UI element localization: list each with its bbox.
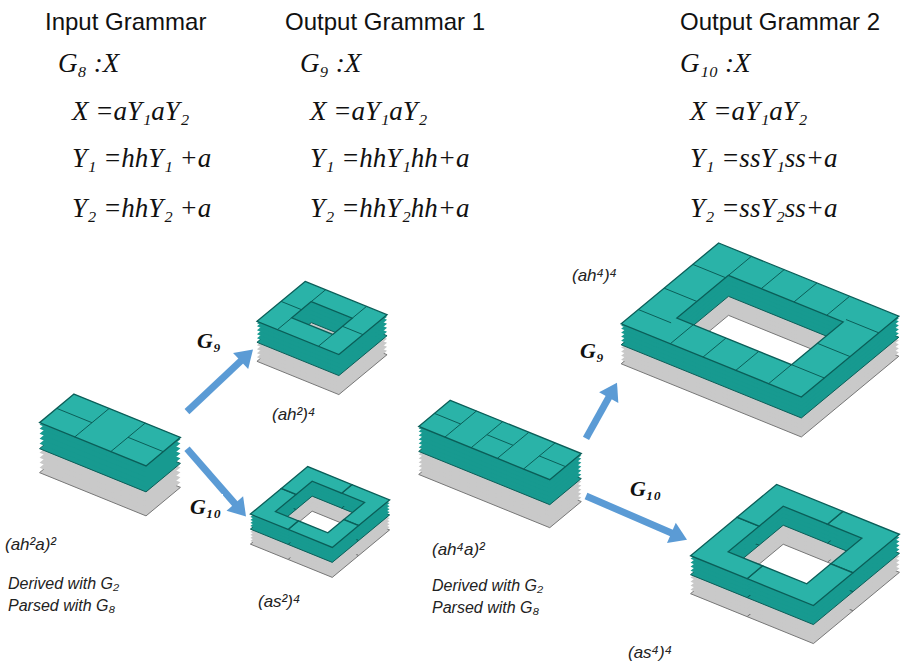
grammar-line: X =aY₁aY₂ — [72, 96, 189, 127]
column-heading: Input Grammar — [45, 8, 206, 36]
output-ring-small — [257, 281, 387, 394]
grammar-line: G₉ :X — [300, 48, 361, 79]
output-ring-large — [621, 243, 899, 437]
figure-caption: (ah²a)² — [5, 535, 56, 555]
figure-node: (ah⁴a)²Derived with G₂ Parsed with G₈ — [419, 400, 581, 528]
figure-node: (ah²)⁴ — [257, 281, 387, 395]
grammar-line: Y₂ =hhY₂hh+a — [310, 193, 470, 224]
derivation-note: Derived with G₂ Parsed with G₈ — [432, 575, 572, 618]
arrow-head — [599, 383, 618, 403]
figure-caption: (as⁴)⁴ — [628, 643, 672, 663]
transform-arrow — [187, 349, 253, 411]
grammar-line: Y₂ =ssY₂ss+a — [690, 193, 838, 224]
grammar-line: X =aY₁aY₂ — [690, 96, 807, 127]
grammar-label: G₉ — [195, 328, 223, 354]
figure-node: (ah²a)²Derived with G₂ Parsed with G₈ — [40, 393, 182, 517]
grammar-line: Y₂ =hhY₂ +a — [72, 193, 211, 224]
grammar-line: G₁₀ :X — [680, 48, 751, 79]
input-block-long — [419, 400, 582, 527]
arrow-head — [667, 523, 687, 543]
input-block-small — [40, 394, 181, 516]
arrow-head — [233, 349, 253, 369]
arrow-shaft — [586, 396, 610, 439]
figure-node: (as²)⁴ — [250, 466, 390, 578]
figure-node: (ah⁴)⁴ — [621, 243, 899, 437]
grammar-label: G₉ — [578, 338, 606, 364]
output-pinwheel-large — [691, 484, 900, 643]
figure-caption: (ah⁴)⁴ — [572, 266, 617, 286]
figure-node: (as⁴)⁴ — [691, 483, 899, 645]
transform-arrow — [586, 496, 687, 543]
arrow-head — [227, 496, 246, 516]
figure-caption: (ah⁴a)² — [432, 540, 485, 560]
transform-arrow — [586, 383, 618, 439]
column-heading: Output Grammar 2 — [680, 8, 880, 36]
figure-caption: (ah²)⁴ — [272, 405, 315, 425]
grammar-line: Y₁ =hhY₁ +a — [72, 143, 211, 174]
arrow-shaft — [187, 360, 242, 412]
grammar-label: G₁₀ — [628, 476, 663, 502]
grammar-line: Y₁ =ssY₁ss+a — [690, 143, 838, 174]
derivation-note: Derived with G₂ Parsed with G₈ — [8, 573, 148, 616]
figure-caption: (as²)⁴ — [258, 592, 300, 612]
grammar-line: X =aY₁aY₂ — [310, 96, 427, 127]
column-heading: Output Grammar 1 — [285, 8, 485, 36]
output-pinwheel-small — [250, 467, 389, 578]
grammar-label: G₁₀ — [188, 494, 223, 520]
grammar-line: G₈ :X — [58, 48, 119, 79]
grammar-line: Y₁ =hhY₁hh+a — [310, 143, 470, 174]
